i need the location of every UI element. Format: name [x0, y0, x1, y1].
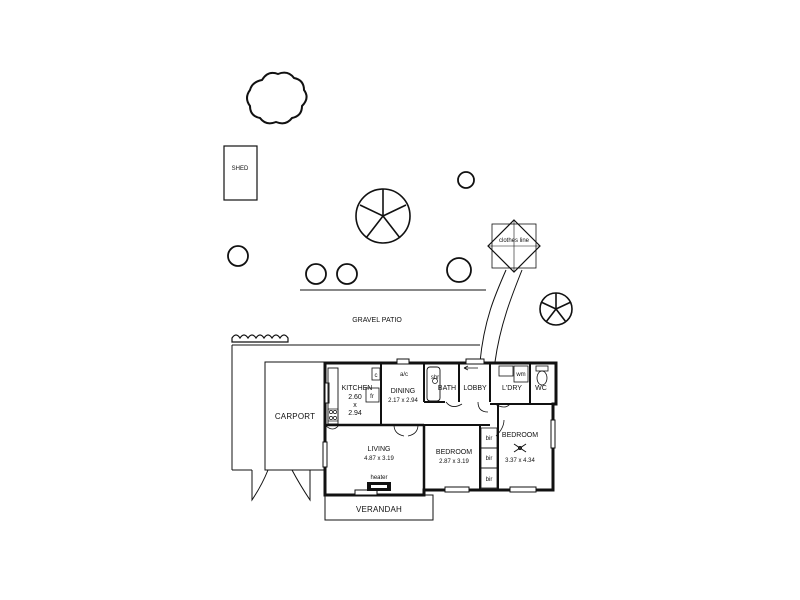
cupboard [371, 367, 381, 381]
built-in-robe [480, 427, 498, 489]
garden-path [494, 269, 523, 363]
heater-label: heater [370, 475, 387, 481]
house-walls [323, 361, 558, 497]
bedroom-dims: 3.37 x 4.34 [505, 458, 535, 464]
ceiling-fan-icon [513, 443, 527, 453]
bedroom-dims: 2.87 x 3.19 [439, 459, 469, 465]
kitchen-dims: 2.94 [348, 410, 362, 417]
carport-label: CARPORT [275, 412, 315, 421]
dining-label: DINING [391, 388, 416, 395]
tree-icon [246, 71, 308, 125]
fridge [365, 387, 380, 403]
bir-label: bir [486, 456, 493, 462]
shed: SHED [223, 145, 258, 201]
ac-label: a/c [400, 372, 408, 378]
bir-label: bir [486, 477, 493, 483]
kitchen-label: KITCHEN [342, 385, 373, 392]
arrow-icon [463, 365, 478, 371]
cooktop-icon [327, 408, 339, 422]
cupboard-label: c [375, 373, 378, 379]
laundry-tub [498, 365, 514, 377]
clothes-line-label: clothes line [499, 238, 530, 244]
bath-label: BATH [438, 385, 456, 392]
laundry-label: L'DRY [502, 385, 522, 392]
washing-machine [513, 365, 529, 383]
dining-dims: 2.17 x 2.94 [388, 398, 418, 404]
bathtub [426, 366, 441, 402]
washing-machine-label: wm [515, 372, 525, 378]
bir-label: bir [486, 436, 493, 442]
carport: CARPORT [264, 361, 326, 471]
toilet-icon [535, 365, 549, 386]
bedroom-label: BEDROOM [436, 449, 472, 456]
shower-icon [432, 378, 438, 384]
verandah-label: VERANDAH [356, 505, 402, 514]
wc-label: WC [535, 385, 547, 392]
kitchen-dims: 2.60 [348, 394, 362, 401]
lobby-label: LOBBY [463, 385, 487, 392]
fridge-label: fr [370, 394, 374, 400]
tree-icon [539, 292, 573, 326]
gate [232, 469, 311, 502]
living-label: LIVING [368, 446, 391, 453]
kitchen-dims-x: x [353, 402, 357, 409]
shrub-icon [227, 171, 475, 285]
clothes-line: clothes line [487, 219, 541, 273]
gravel-patio-label: GRAVEL PATIO [352, 317, 402, 324]
hedge-icon [231, 334, 289, 343]
tree-icon [355, 188, 411, 244]
heater-grille [371, 485, 387, 488]
garden-path [479, 269, 507, 363]
window [322, 358, 556, 496]
shower-label: shr [431, 375, 439, 381]
bedroom-label: BEDROOM [502, 432, 538, 439]
kitchen-bench [327, 367, 339, 425]
living-dims: 4.87 x 3.19 [364, 456, 394, 462]
shed-label: SHED [232, 166, 249, 172]
verandah: VERANDAH [324, 494, 434, 521]
